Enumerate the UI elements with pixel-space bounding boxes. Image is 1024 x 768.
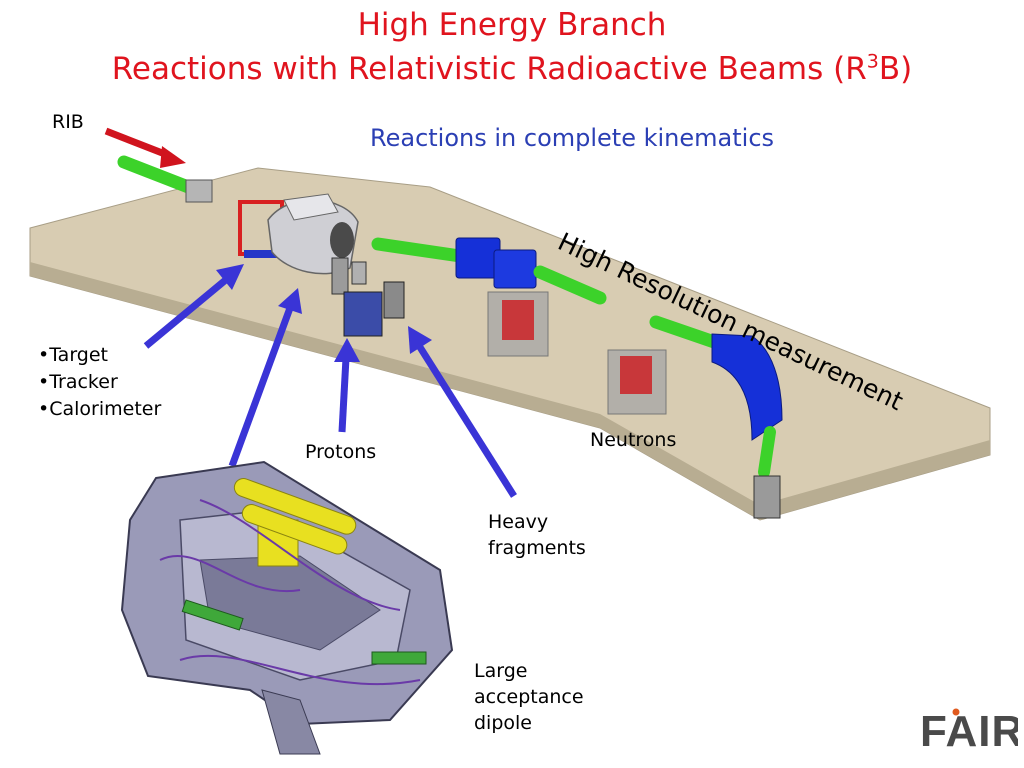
fair-logo-text: FAIR [920, 707, 1018, 754]
tracker-plane-1 [331, 257, 349, 295]
neutrons-label: Neutrons [590, 429, 677, 451]
beam-pipe-5 [758, 426, 776, 478]
cryo-tube-2 [241, 504, 348, 555]
label-arrows [143, 264, 517, 498]
protons-label: Protons [305, 441, 377, 463]
dipole-label-1: Large [474, 660, 528, 682]
magnet-2 [493, 249, 537, 289]
fragment-detector [383, 281, 405, 319]
fair-logo: FAIR [920, 707, 1018, 754]
arrow-dipole [228, 306, 294, 468]
arrow-heavy-head [408, 326, 432, 354]
cryo-tube-1 [233, 478, 357, 535]
fair-logo-dot [952, 708, 960, 716]
dipole-green-plate-2 [371, 651, 427, 665]
floor-edge [30, 262, 990, 520]
dipole-cryo-tubes [233, 478, 357, 555]
arrow-dipole-head [278, 288, 302, 314]
rib-label: RIB [52, 111, 84, 133]
calorimeter-opening [330, 222, 354, 258]
arrow-protons-head [334, 338, 360, 362]
target-base [244, 250, 280, 258]
dipole-leg [261, 689, 321, 755]
list-item-tracker: Tracker [38, 369, 161, 396]
neutron-detector-2-core [620, 356, 652, 394]
arrow-target [143, 275, 231, 349]
neutron-detector-1-core [502, 300, 534, 340]
dipole-label-3: dipole [474, 712, 532, 734]
list-item-calorimeter: Calorimeter [38, 396, 161, 423]
tracker-plane-2 [351, 261, 367, 285]
list-item-target: Target [38, 342, 161, 369]
magnet-1 [455, 237, 501, 279]
dipole-cables [159, 499, 421, 685]
title-line2-superscript: 3 [866, 50, 879, 73]
beam-pipe-3 [533, 265, 607, 305]
page-subtitle-red: Reactions with Relativistic Radioactive … [0, 50, 1024, 88]
arrow-target-head [216, 264, 244, 290]
heavy-fragments-label-1: Heavy [488, 511, 549, 533]
end-detector [753, 475, 781, 519]
rib-arrow-head [160, 146, 186, 168]
tof-wall [343, 291, 383, 337]
diagram-subtitle: Reactions in complete kinematics [370, 124, 775, 152]
large-acceptance-dipole [120, 460, 454, 755]
heavy-fragments-label-2: fragments [488, 537, 586, 559]
title-line2-end: B) [878, 51, 913, 87]
bending-magnet [711, 333, 783, 441]
detector-list: Target Tracker Calorimeter [38, 342, 161, 423]
dipole-green-plate-1 [181, 599, 244, 631]
arrow-heavy [415, 342, 517, 498]
beam-pipe-4 [649, 315, 727, 351]
title-line2-main: Reactions with Relativistic Radioactive … [111, 51, 867, 87]
page-title: High Energy Branch [357, 7, 667, 43]
rib-arrow [104, 127, 172, 160]
calorimeter-top [283, 193, 339, 221]
entrance-flange [185, 179, 213, 203]
arrow-protons [338, 357, 350, 433]
beam-pipe-2 [371, 237, 467, 263]
entrance-beam-pipe [117, 155, 203, 197]
dipole-label-2: acceptance [474, 686, 584, 708]
